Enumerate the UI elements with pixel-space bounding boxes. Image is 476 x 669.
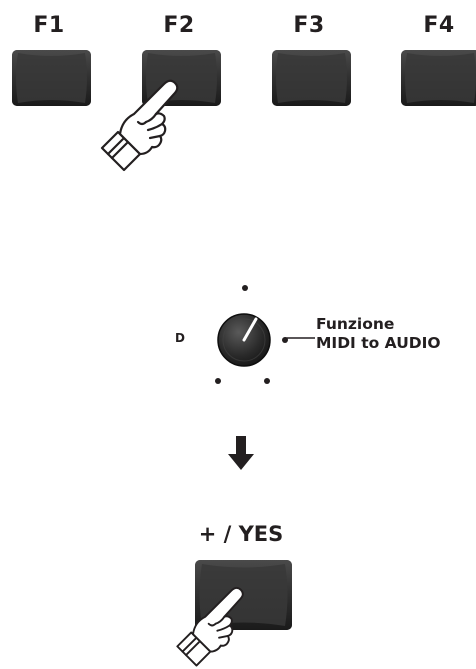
- f1-button[interactable]: [12, 50, 91, 106]
- function-name-line1: Funzione: [316, 315, 395, 333]
- f4-button[interactable]: [401, 50, 476, 106]
- leader-line: [285, 337, 315, 339]
- f2-button[interactable]: [142, 50, 221, 106]
- f1-label: F1: [33, 13, 65, 38]
- yes-key-label: + / YES: [198, 522, 284, 546]
- f3-button[interactable]: [272, 50, 351, 106]
- key-bevel: [195, 560, 292, 630]
- function-name-line2: MIDI to AUDIO: [316, 334, 441, 352]
- f2-label: F2: [163, 13, 195, 38]
- dial-position-label: D: [175, 331, 185, 345]
- key-bevel: [272, 50, 351, 106]
- f3-label: F3: [293, 13, 325, 38]
- key-bevel: [142, 50, 221, 106]
- yes-button[interactable]: [195, 560, 292, 630]
- rotary-knob-icon[interactable]: [170, 278, 290, 398]
- key-bevel: [12, 50, 91, 106]
- key-bevel: [401, 50, 476, 106]
- arrow-down-icon: [228, 436, 254, 470]
- f4-label: F4: [423, 13, 455, 38]
